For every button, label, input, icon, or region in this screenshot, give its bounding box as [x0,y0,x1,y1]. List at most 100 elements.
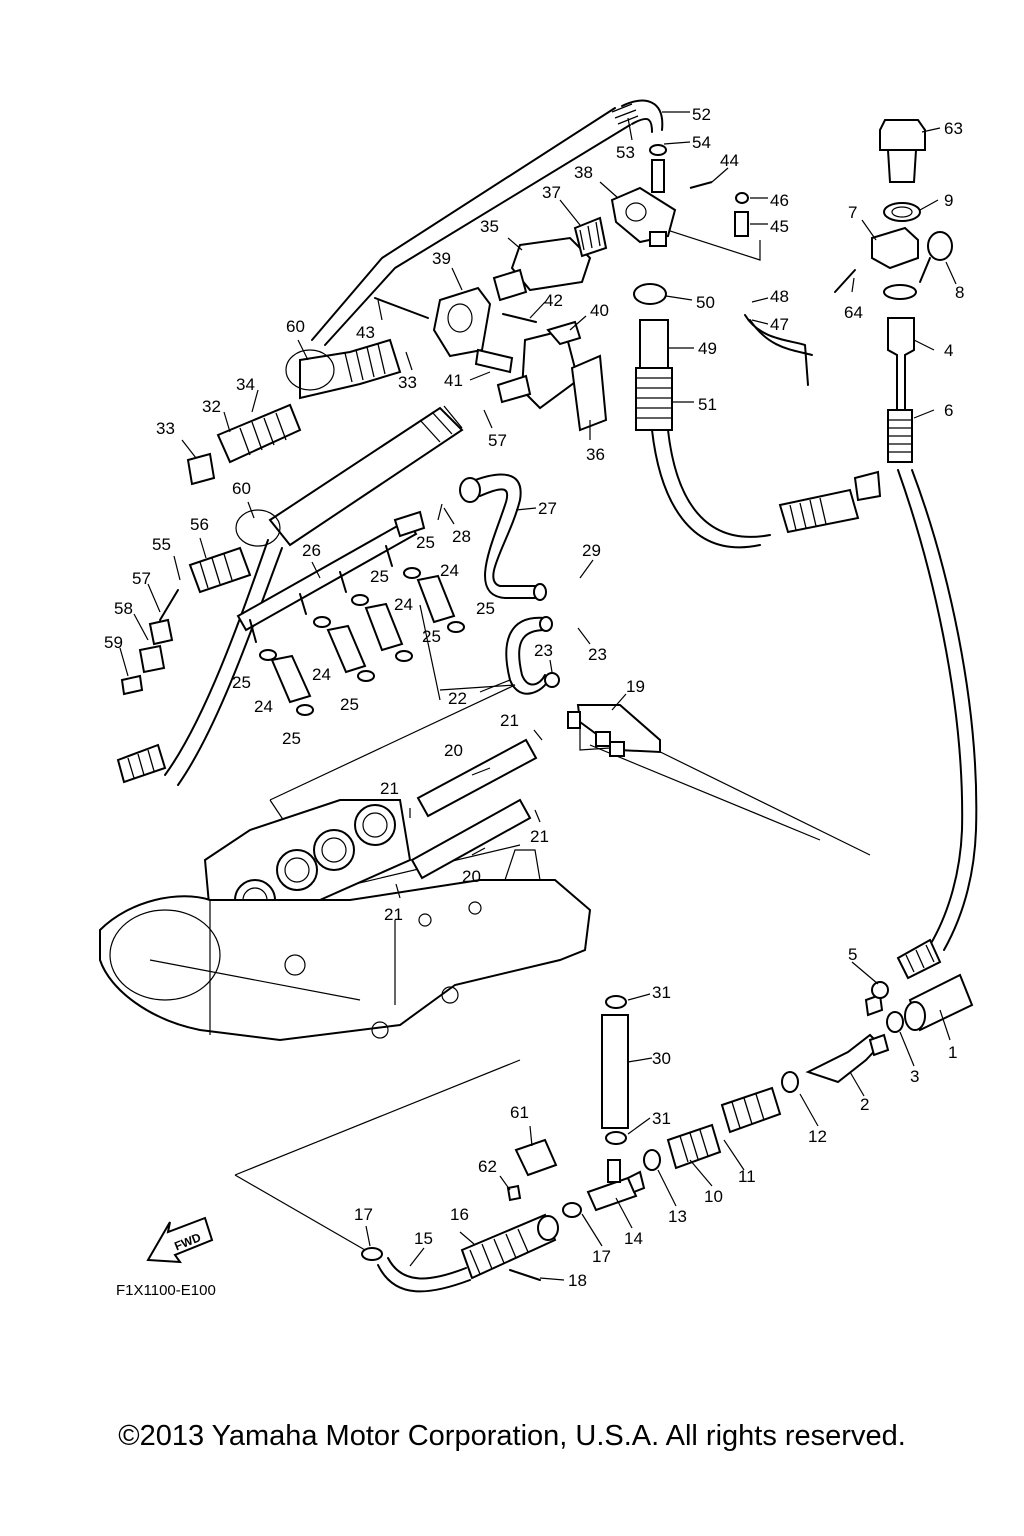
callout-27: 27 [538,499,557,518]
callout-45: 45 [770,217,789,236]
callout-57b: 57 [488,431,507,450]
callout-12: 12 [808,1127,827,1146]
callout-62: 62 [478,1157,497,1176]
callout-8: 8 [955,283,964,302]
callout-21d: 21 [384,905,403,924]
hoses-49-50-51 [633,283,882,534]
callout-53: 53 [616,143,635,162]
callout-32: 32 [202,397,221,416]
callout-33b: 33 [398,373,417,392]
callout-20a: 20 [444,741,463,760]
callout-17a: 17 [354,1205,373,1224]
callout-31b: 31 [652,1109,671,1128]
callout-44: 44 [720,151,739,170]
callout-20b: 20 [462,867,481,886]
callout-15: 15 [414,1229,433,1248]
top-elbow-hose-52-53 [611,99,667,156]
callout-25f: 25 [340,695,359,714]
callout-47: 47 [770,315,789,334]
bracket-39-40-36 [374,286,608,432]
callout-1: 1 [948,1043,957,1062]
callout-57a: 57 [132,569,151,588]
callout-31a: 31 [652,983,671,1002]
hose-30 [601,995,629,1145]
injectors-24-25 [259,567,465,716]
callout-35: 35 [480,217,499,236]
callout-24d: 24 [254,697,273,716]
callout-25a: 25 [416,533,435,552]
callout-7: 7 [848,203,857,222]
callout-48: 48 [770,287,789,306]
tee-manifold-19 [567,704,661,757]
callout-11: 11 [738,1167,756,1186]
callout-10: 10 [704,1187,723,1206]
intake-manifold [99,849,592,1042]
callout-16: 16 [450,1205,469,1224]
valve-35-37 [492,216,608,302]
callout-25c: 25 [476,599,495,618]
fwd-direction-arrow: FWD [146,1216,214,1264]
callout-37: 37 [542,183,561,202]
hoses-27-22 [459,473,560,695]
callout-14: 14 [624,1229,643,1248]
callout-9: 9 [944,191,953,210]
callout-21b: 21 [380,779,399,798]
callout-49: 49 [698,339,717,358]
callout-6: 6 [944,401,953,420]
callout-56: 56 [190,515,209,534]
callout-58: 58 [114,599,133,618]
callout-60b: 60 [232,479,251,498]
callout-30: 30 [652,1049,671,1068]
callout-5: 5 [848,945,857,964]
fuel-filler-cap-assembly [834,119,953,463]
callout-34: 34 [236,375,255,394]
hoses-20 [410,738,538,880]
callout-25d: 25 [422,627,441,646]
callout-22: 22 [448,689,467,708]
callout-61: 61 [510,1103,529,1122]
callout-25g: 25 [282,729,301,748]
callout-3: 3 [910,1067,919,1086]
callout-46: 46 [770,191,789,210]
callout-64: 64 [844,303,863,322]
callout-17b: 17 [592,1247,611,1266]
callout-26: 26 [302,541,321,560]
callout-41: 41 [444,371,463,390]
callout-18: 18 [568,1271,587,1290]
pipe-32-34-60 [186,338,402,486]
callout-33a: 33 [156,419,175,438]
callout-4: 4 [944,341,953,360]
callout-29: 29 [582,541,601,560]
callout-40: 40 [590,301,609,320]
leader-lines [119,111,957,1281]
callout-19: 19 [626,677,645,696]
callout-54: 54 [692,133,711,152]
callout-59: 59 [104,633,123,652]
callout-39: 39 [432,249,451,268]
part-callout-labels: 1 2 3 4 5 6 7 8 9 10 11 12 13 14 15 16 1… [104,105,964,1290]
callout-52: 52 [692,105,711,124]
callout-21c: 21 [530,827,549,846]
callout-51: 51 [698,395,717,414]
tee-joint-38 [610,159,749,247]
callout-25e: 25 [232,673,251,692]
callout-38: 38 [574,163,593,182]
callout-43: 43 [356,323,375,342]
fuel-rail-26 [236,510,426,643]
tee-14 [586,1159,646,1212]
hose-15-16-18 [361,1202,582,1293]
callout-21a: 21 [500,711,519,730]
callout-24c: 24 [312,665,331,684]
callout-23b: 23 [588,645,607,664]
callout-42: 42 [544,291,563,310]
callout-36: 36 [586,445,605,464]
callout-63: 63 [944,119,963,138]
clip-61-bolt-62 [506,1138,558,1202]
hose-1-clamps-3-5 [871,938,974,1033]
callout-55: 55 [152,535,171,554]
y-joint-2 [805,993,890,1084]
callout-28: 28 [452,527,471,546]
callout-25b: 25 [370,567,389,586]
copyright-notice: ©2013 Yamaha Motor Corporation, U.S.A. A… [118,1420,906,1452]
